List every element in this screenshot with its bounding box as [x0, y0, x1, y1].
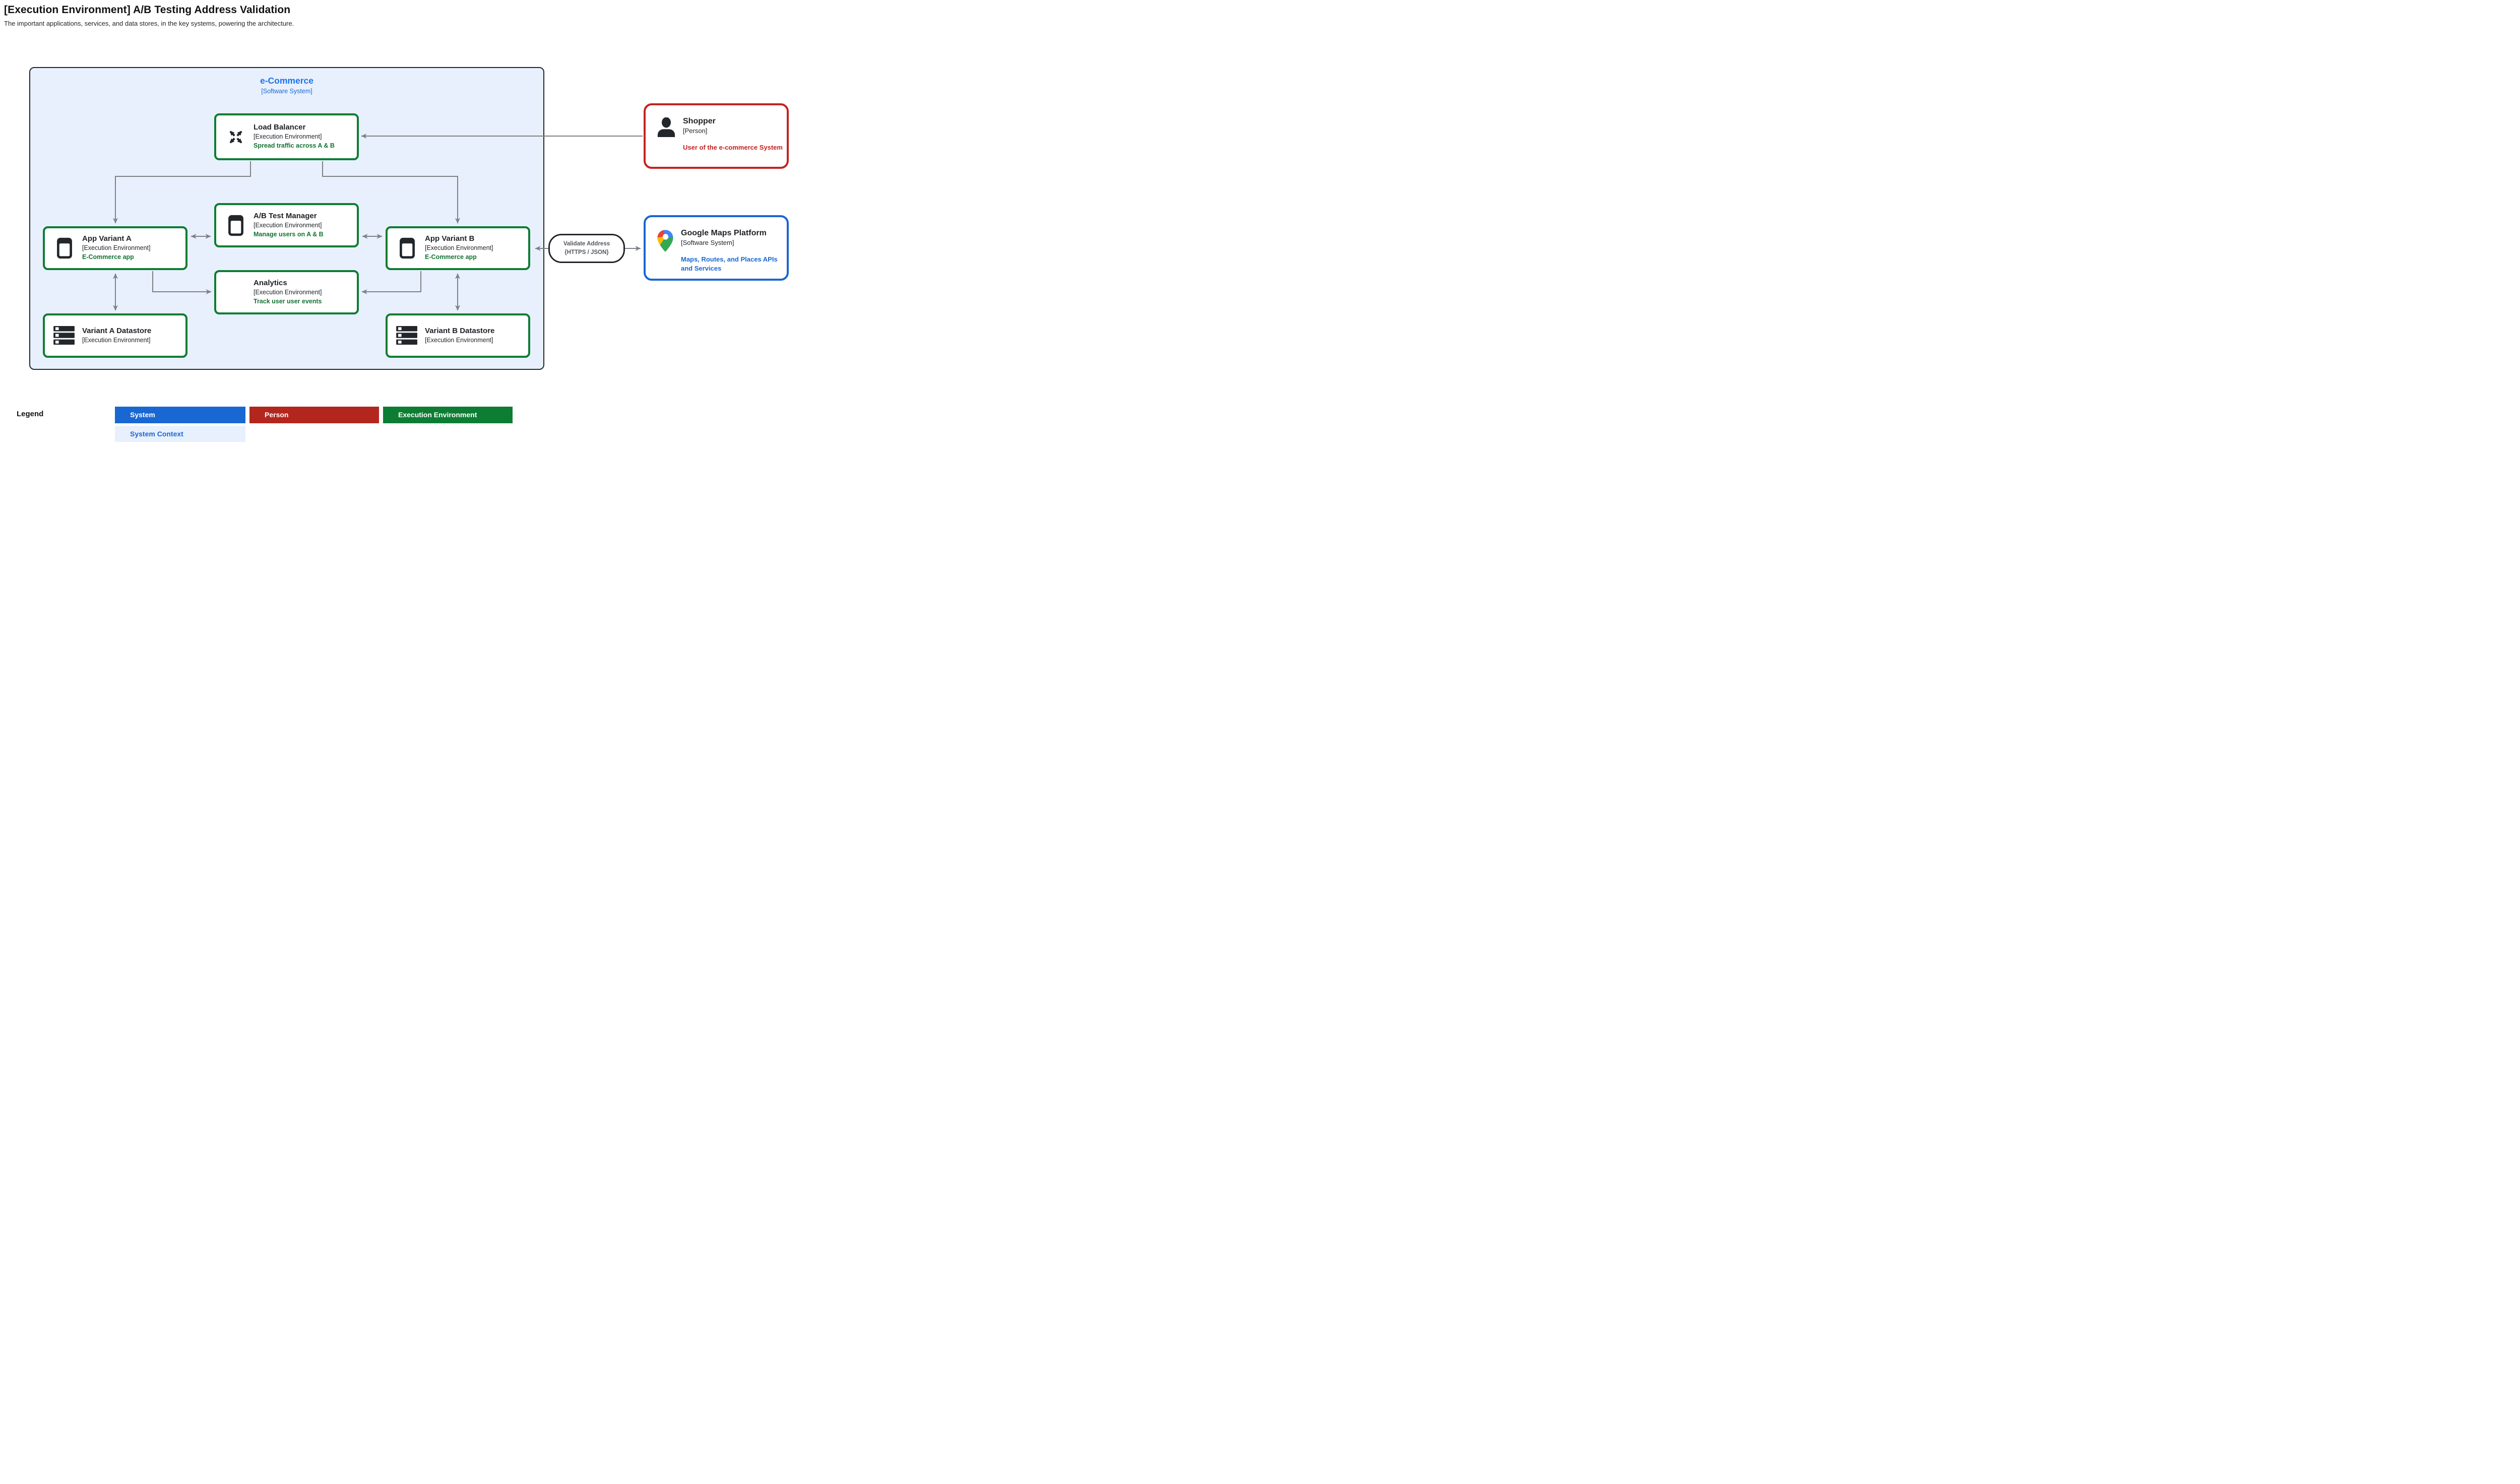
node-meta: [Execution Environment] [425, 336, 493, 344]
node-meta: [Execution Environment] [254, 133, 322, 141]
node-desc: Spread traffic across A & B [254, 142, 335, 150]
node-title: Google Maps Platform [681, 229, 767, 237]
legend-title: Legend [17, 410, 44, 418]
node-title: Load Balancer [254, 123, 306, 132]
legend-chip-system: System [115, 407, 245, 423]
node-title: Variant B Datastore [425, 327, 495, 336]
node-app-variant-a: App Variant A [Execution Environment] E-… [43, 226, 187, 270]
node-meta: [Execution Environment] [254, 221, 322, 229]
legend-chip-system-context: System Context [115, 426, 245, 442]
boundary-title: e-Commerce [260, 76, 314, 86]
diagram-canvas: [Execution Environment] A/B Testing Addr… [0, 0, 790, 442]
app-icon [225, 215, 247, 236]
boundary-label: e-Commerce [Software System] [30, 75, 543, 95]
page-title: [Execution Environment] A/B Testing Addr… [4, 4, 291, 16]
node-title: App Variant A [82, 234, 132, 243]
edge-label-line1: Validate Address [563, 240, 610, 247]
node-meta: [Execution Environment] [82, 244, 151, 252]
node-title: Variant A Datastore [82, 327, 152, 336]
datastore-icon [53, 326, 76, 345]
app-icon [396, 237, 418, 259]
node-desc: User of the e-commerce System [683, 143, 783, 151]
spread-arrows-icon [225, 127, 247, 147]
node-desc: E-Commerce app [82, 253, 134, 261]
node-load-balancer: Load Balancer [Execution Environment] Sp… [214, 113, 359, 160]
google-maps-pin-icon [657, 229, 674, 252]
node-title: Shopper [683, 117, 716, 125]
edge-label-validate-address: Validate Address {HTTPS / JSON} [548, 234, 625, 263]
node-google-maps-platform: Google Maps Platform [Software System] M… [644, 215, 789, 281]
datastore-icon [396, 326, 418, 345]
node-title: App Variant B [425, 234, 475, 243]
node-meta: [Execution Environment] [254, 288, 322, 296]
node-desc: E-Commerce app [425, 253, 477, 261]
node-meta: [Execution Environment] [82, 336, 151, 344]
node-desc: Track user user events [254, 297, 322, 305]
node-title: A/B Test Manager [254, 211, 317, 220]
node-ab-test-manager: A/B Test Manager [Execution Environment]… [214, 203, 359, 247]
legend-row: System Person Execution Environment [115, 407, 513, 423]
node-app-variant-b: App Variant B [Execution Environment] E-… [386, 226, 530, 270]
node-desc: Manage users on A & B [254, 230, 324, 238]
node-title: Analytics [254, 278, 287, 287]
app-icon [53, 237, 76, 259]
person-icon [657, 117, 676, 138]
node-meta: [Execution Environment] [425, 244, 493, 252]
node-meta: [Software System] [681, 239, 734, 246]
boundary-meta: [Software System] [261, 87, 312, 95]
legend-chip-execution-environment: Execution Environment [383, 407, 513, 423]
node-shopper: Shopper [Person] User of the e-commerce … [644, 103, 789, 169]
edge-label-line2: {HTTPS / JSON} [564, 249, 609, 255]
node-variant-b-datastore: Variant B Datastore [Execution Environme… [386, 313, 530, 358]
node-variant-a-datastore: Variant A Datastore [Execution Environme… [43, 313, 187, 358]
node-analytics: Analytics [Execution Environment] Track … [214, 270, 359, 314]
node-meta: [Person] [683, 127, 708, 135]
node-desc: Maps, Routes, and Places APIs and Servic… [681, 255, 778, 273]
page-subtitle: The important applications, services, an… [4, 20, 294, 27]
legend-chip-person: Person [249, 407, 379, 423]
